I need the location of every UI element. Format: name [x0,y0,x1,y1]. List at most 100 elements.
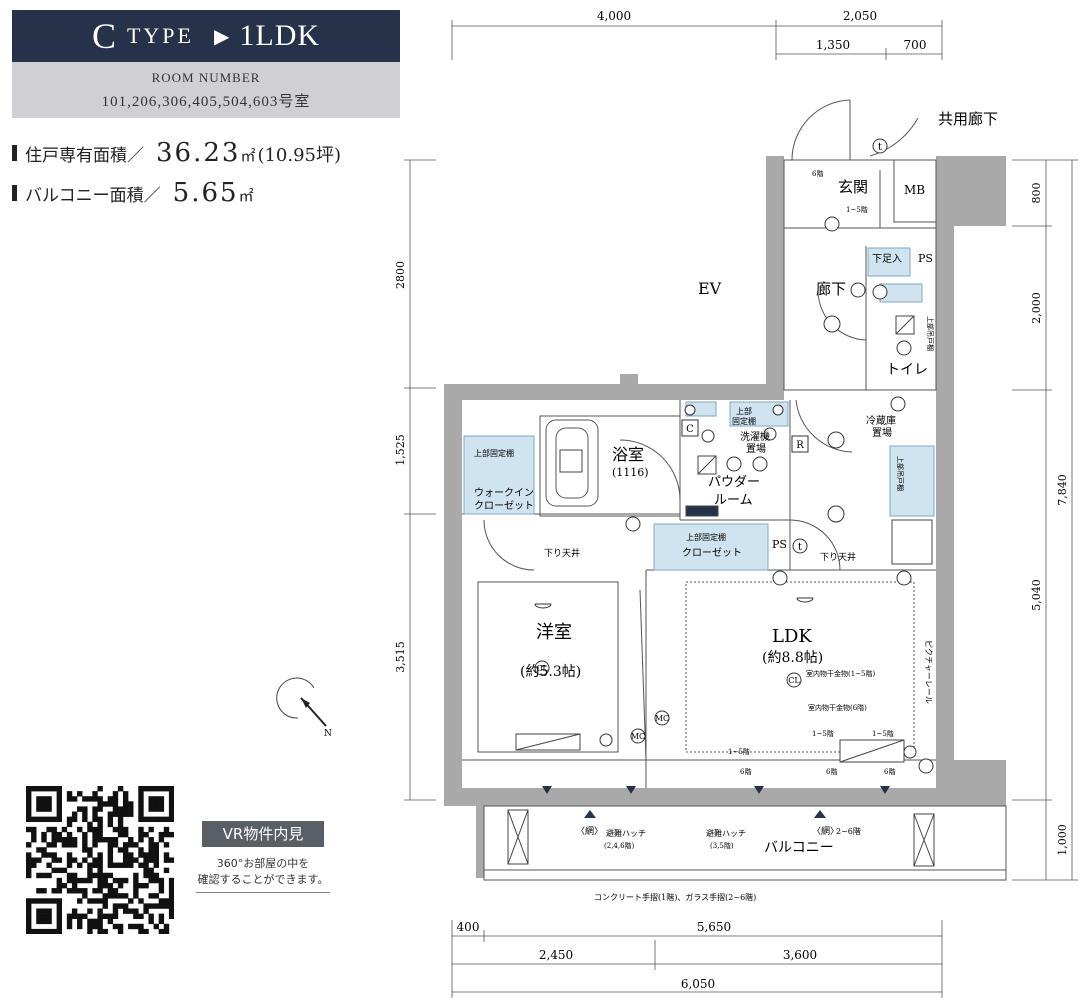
label-toilet: トイレ [886,362,928,378]
qr-module [133,842,139,848]
qr-module [66,872,73,879]
qr-module [112,908,119,914]
qr-module [51,898,57,904]
qr-module [51,837,57,843]
qr-module [97,867,103,874]
qr-module [122,857,129,863]
dim-bottom-5650: 5,650 [697,920,731,934]
qr-module [128,837,134,843]
qr-module [107,821,114,828]
vr-tour-button[interactable]: VR物件内見 [202,821,324,847]
qr-module [87,923,93,930]
compass-arrow-icon [301,698,310,708]
qr-module [77,877,83,884]
qr-module [117,923,124,930]
qr-module [41,918,47,925]
label-powder-1: パウダー [708,475,760,490]
dim-bottom-400: 400 [457,920,480,934]
qr-module [138,801,144,807]
qr-module [77,806,83,812]
qr-module [163,928,170,935]
qr-module [36,928,42,935]
qr-module [92,857,98,863]
qr-module [97,796,103,802]
qr-module [41,898,47,904]
label-picture-rail: ピクチャーレール [924,640,933,704]
qr-module [138,882,144,889]
bottom-dimension-lines [451,920,943,998]
label-lowered-ceiling-1: 下り天井 [544,547,580,559]
qr-module [117,806,124,812]
qr-module [92,791,98,797]
private-area-tsubo: (10.95坪) [257,145,342,166]
qr-module [168,786,175,792]
qr-module [56,913,63,919]
qr-module [117,893,124,899]
qr-module [36,857,42,863]
qr-code[interactable] [26,786,175,935]
qr-module [46,862,52,868]
qr-module [168,903,175,909]
qr-module [112,791,119,797]
qr-module [122,826,129,833]
qr-module [107,796,114,802]
qr-module [122,842,129,848]
qr-module [133,857,139,863]
qr-module [71,796,78,802]
qr-module [133,882,139,889]
qr-module [26,786,32,792]
label-ldk-size: (約8.8帖) [762,650,823,666]
qr-module [82,847,88,853]
qr-module [82,913,88,919]
qr-module [41,852,47,858]
qr-module [77,918,83,925]
mc-mark: MC [655,714,669,723]
qr-module [117,862,124,868]
walls [444,156,1006,878]
qr-module [66,821,73,828]
qr-module [71,811,78,817]
qr-module [56,806,63,812]
label-bath-size: (1116) [612,466,649,479]
balcony-area-value: 5.65 [172,178,239,208]
qr-module [168,801,175,807]
t-symbols: t t [792,138,888,554]
room-number-label: ROOM NUMBER [151,70,261,85]
qr-module [112,877,119,884]
qr-module [92,918,98,925]
qr-module [163,831,170,838]
qr-module [56,877,63,884]
qr-module [97,806,103,812]
qr-module [51,928,57,935]
qr-module [158,898,165,904]
qr-module [31,857,37,863]
qr-module [128,852,134,858]
qr-module [71,857,78,863]
label-powder-2: ルーム [714,493,753,508]
qr-module [46,806,52,812]
c-mark: C [686,424,694,435]
qr-module [158,801,165,807]
qr-module [122,893,129,899]
qr-module [36,796,42,802]
balcony-area-unit: ㎡ [238,187,254,205]
qr-module [56,898,63,904]
qr-module [87,908,93,914]
qr-module [158,882,165,889]
t-mark: t [798,542,802,553]
qr-module [46,801,52,807]
qr-module [56,857,63,863]
qr-module [117,826,124,833]
qr-module [66,842,73,848]
qr-module [97,908,103,914]
qr-module [82,831,88,838]
qr-module [46,816,52,823]
qr-module [143,903,149,909]
label-ldk: LDK [772,626,812,647]
qr-module [143,872,149,879]
qr-module [56,928,63,935]
qr-module [117,882,124,889]
qr-module [56,923,63,930]
qr-module [153,842,159,848]
qr-module [92,831,98,838]
